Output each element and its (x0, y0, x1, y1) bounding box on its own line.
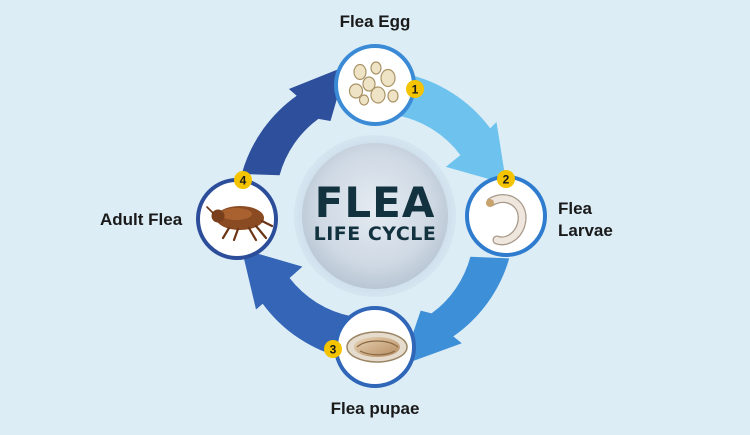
cycle-arrow-adult-to-egg (241, 66, 347, 176)
stage-egg-label: Flea Egg (339, 12, 411, 31)
stage-pupae-label: Flea pupae (330, 399, 420, 418)
diagram-subtitle: LIFE CYCLE (313, 223, 437, 245)
stage-larvae-label: Flea Larvae (558, 198, 613, 242)
stage-larvae-label-line2: Larvae (558, 221, 613, 240)
stage-pupae-node: 3 (324, 306, 416, 388)
stage-3-number: 3 (330, 343, 337, 357)
stage-adult-node: 4 (196, 171, 278, 260)
flea-larva-icon (486, 194, 527, 246)
diagram-title: FLEA (314, 178, 436, 227)
stage-3-badge (324, 340, 342, 358)
stage-2-badge (497, 170, 515, 188)
cycle-arrow-larvae-to-pupae (402, 256, 510, 365)
cycle-arrow-pupae-to-adult (241, 249, 352, 359)
flea-pupa-icon (346, 331, 408, 363)
cycle-arrow-egg-to-larvae (398, 73, 507, 184)
stage-4-number: 4 (240, 174, 247, 188)
stage-adult-label: Adult Flea (100, 210, 183, 229)
stage-1-number: 1 (412, 83, 419, 97)
stage-larvae-node: 2 (465, 170, 547, 257)
stage-2-number: 2 (503, 173, 510, 187)
stage-egg-node: 1 (334, 44, 424, 126)
stage-1-badge (406, 80, 424, 98)
stage-4-badge (234, 171, 252, 189)
stage-larvae-label-line1: Flea (558, 199, 593, 218)
flea-eggs-icon (348, 61, 399, 106)
center-disc (302, 143, 448, 289)
adult-flea-icon (206, 206, 274, 242)
